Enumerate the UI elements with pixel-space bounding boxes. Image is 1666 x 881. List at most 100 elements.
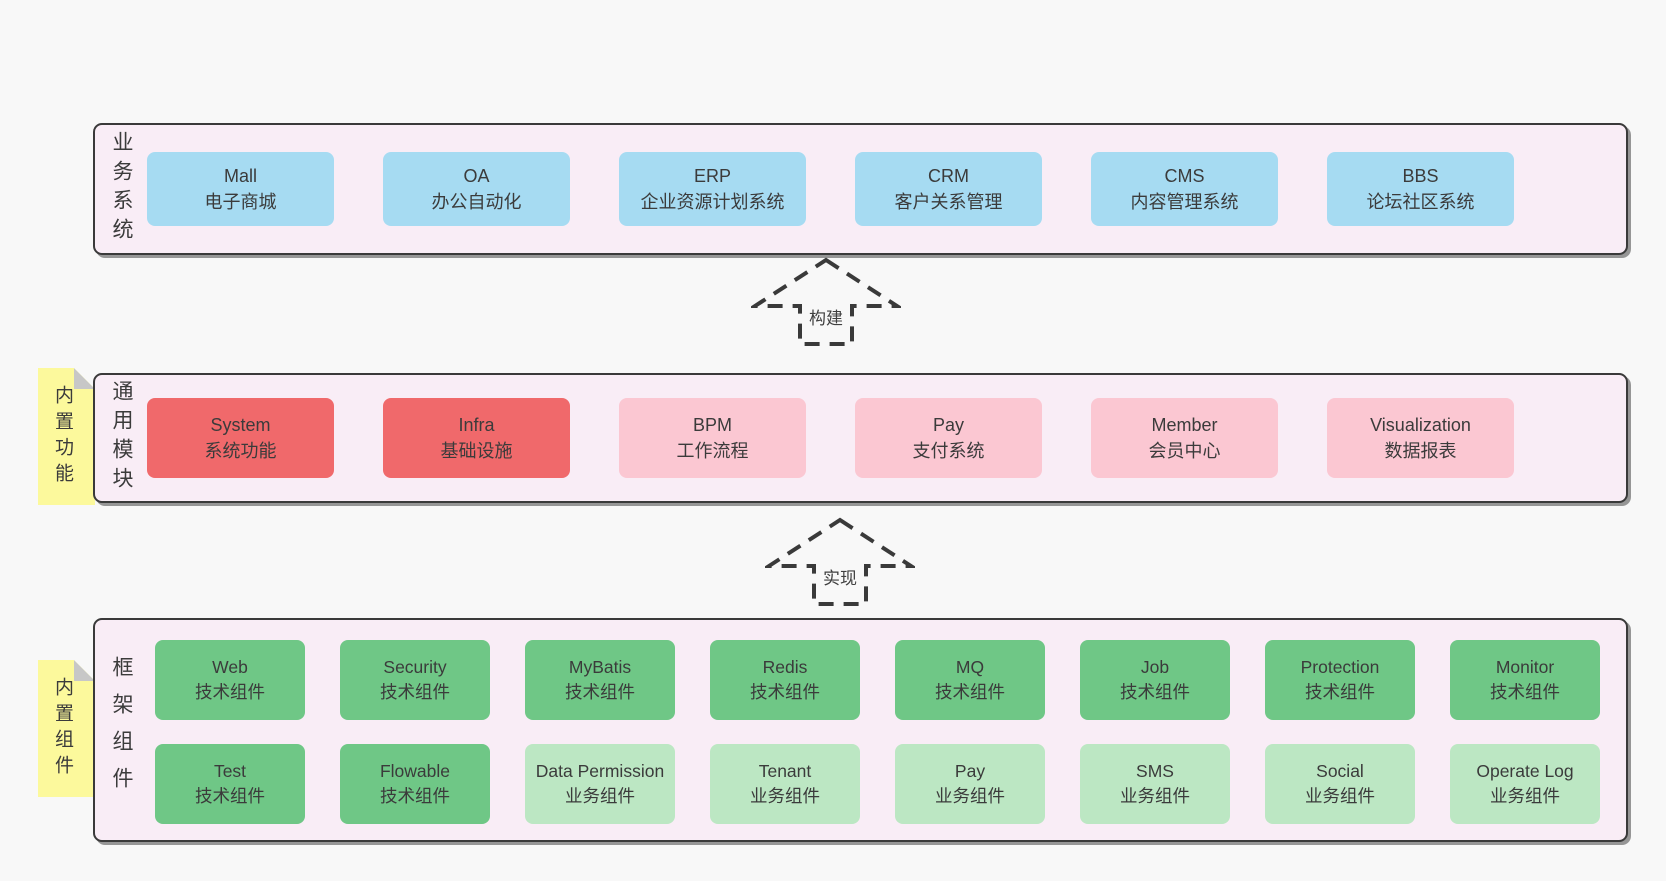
box-title: Visualization [1370,415,1471,435]
box-test: Test 技术组件 [155,744,305,824]
box-title: SMS [1136,761,1174,781]
box-subtitle: 内容管理系统 [1130,192,1239,212]
layer-side-label: 通用模块 [110,380,133,496]
common-modules-layer: 通用模块 System 系统功能 Infra 基础设施 BPM 工作流程 Pay… [93,373,1628,503]
box-subtitle: 业务组件 [935,786,1005,806]
box-title: Flowable [379,761,451,781]
box-redis: Redis 技术组件 [710,640,860,720]
box-title: Job [1140,657,1170,677]
arrow-label: 实现 [821,564,859,589]
box-sms: SMS 业务组件 [1080,744,1230,824]
arrow-label: 构建 [807,304,845,329]
box-tenant: Tenant 业务组件 [710,744,860,824]
folded-corner-icon [74,660,95,681]
box-erp: ERP 企业资源计划系统 [619,152,806,226]
box-operate-log: Operate Log 业务组件 [1450,744,1600,824]
box-protection: Protection 技术组件 [1265,640,1415,720]
box-subtitle: 技术组件 [195,682,265,702]
box-subtitle: 业务组件 [750,786,820,806]
box-subtitle: 业务组件 [1305,786,1375,806]
box-subtitle: 办公自动化 [431,192,522,212]
box-subtitle: 数据报表 [1384,441,1457,461]
layer-side-label: 框架组件 [110,656,133,804]
up-arrow-icon [765,517,915,606]
box-bbs: BBS 论坛社区系统 [1327,152,1514,226]
box-subtitle: 电子商城 [204,192,277,212]
layer-side-label: 业务系统 [110,131,133,247]
up-arrow-implement: 实现 [765,516,915,608]
box-title: Operate Log [1476,761,1574,781]
box-member: Member 会员中心 [1091,398,1278,478]
framework-components-layer: 框架组件 Web 技术组件 Security 技术组件 MyBatis 技术组件… [93,618,1628,842]
box-subtitle: 技术组件 [195,786,265,806]
box-bpm: BPM 工作流程 [619,398,806,478]
box-monitor: Monitor 技术组件 [1450,640,1600,720]
business-box-row: Mall 电子商城 OA 办公自动化 ERP 企业资源计划系统 CRM 客户关系… [147,125,1514,253]
box-subtitle: 技术组件 [1120,682,1190,702]
box-system: System 系统功能 [147,398,334,478]
box-title: Social [1316,761,1364,781]
box-subtitle: 业务组件 [1490,786,1560,806]
box-subtitle: 技术组件 [380,786,450,806]
box-title: Pay [932,415,965,435]
box-subtitle: 会员中心 [1148,441,1221,461]
box-mybatis: MyBatis 技术组件 [525,640,675,720]
box-subtitle: 企业资源计划系统 [640,192,785,212]
box-social: Social 业务组件 [1265,744,1415,824]
modules-box-row: System 系统功能 Infra 基础设施 BPM 工作流程 Pay 支付系统… [147,375,1514,501]
box-title: CRM [928,166,969,186]
box-title: Redis [762,657,808,677]
box-title: Member [1151,415,1218,435]
box-mq: MQ 技术组件 [895,640,1045,720]
business-systems-layer: 业务系统 Mall 电子商城 OA 办公自动化 ERP 企业资源计划系统 CRM… [93,123,1628,255]
box-subtitle: 工作流程 [676,441,749,461]
box-title: Infra [458,415,495,435]
box-title: Security [383,657,447,677]
box-subtitle: 基础设施 [440,441,513,461]
box-title: Web [212,657,248,677]
box-web: Web 技术组件 [155,640,305,720]
box-subtitle: 系统功能 [204,441,277,461]
box-title: Mall [223,166,257,186]
up-arrow-icon [751,257,901,346]
box-visualization: Visualization 数据报表 [1327,398,1514,478]
tab-label: 内置功能 [52,384,73,489]
box-crm: CRM 客户关系管理 [855,152,1042,226]
box-subtitle: 技术组件 [1305,682,1375,702]
box-job: Job 技术组件 [1080,640,1230,720]
box-title: BPM [692,415,732,435]
box-pay-module: Pay 支付系统 [855,398,1042,478]
box-pay-component: Pay 业务组件 [895,744,1045,824]
box-title: Monitor [1495,657,1555,677]
box-security: Security 技术组件 [340,640,490,720]
box-title: BBS [1402,166,1439,186]
box-subtitle: 技术组件 [380,682,450,702]
box-title: MyBatis [568,657,632,677]
tab-label: 内置组件 [52,676,73,781]
box-title: Protection [1300,657,1380,677]
box-title: OA [463,166,490,186]
box-title: CMS [1164,166,1205,186]
box-mall: Mall 电子商城 [147,152,334,226]
box-oa: OA 办公自动化 [383,152,570,226]
box-subtitle: 客户关系管理 [894,192,1003,212]
box-cms: CMS 内容管理系统 [1091,152,1278,226]
box-title: Data Permission [535,761,665,781]
box-subtitle: 论坛社区系统 [1366,192,1475,212]
box-subtitle: 技术组件 [750,682,820,702]
box-title: ERP [693,166,731,186]
box-title: System [210,415,271,435]
up-arrow-build: 构建 [751,256,901,348]
box-title: Test [213,761,247,781]
box-subtitle: 业务组件 [565,786,635,806]
box-data-permission: Data Permission 业务组件 [525,744,675,824]
box-title: Tenant [758,761,812,781]
box-title: MQ [955,657,985,677]
box-subtitle: 业务组件 [1120,786,1190,806]
box-subtitle: 技术组件 [565,682,635,702]
box-title: Pay [954,761,986,781]
box-subtitle: 支付系统 [912,441,985,461]
folded-corner-icon [74,368,95,389]
components-box-row-1: Web 技术组件 Security 技术组件 MyBatis 技术组件 Redi… [155,640,1600,720]
